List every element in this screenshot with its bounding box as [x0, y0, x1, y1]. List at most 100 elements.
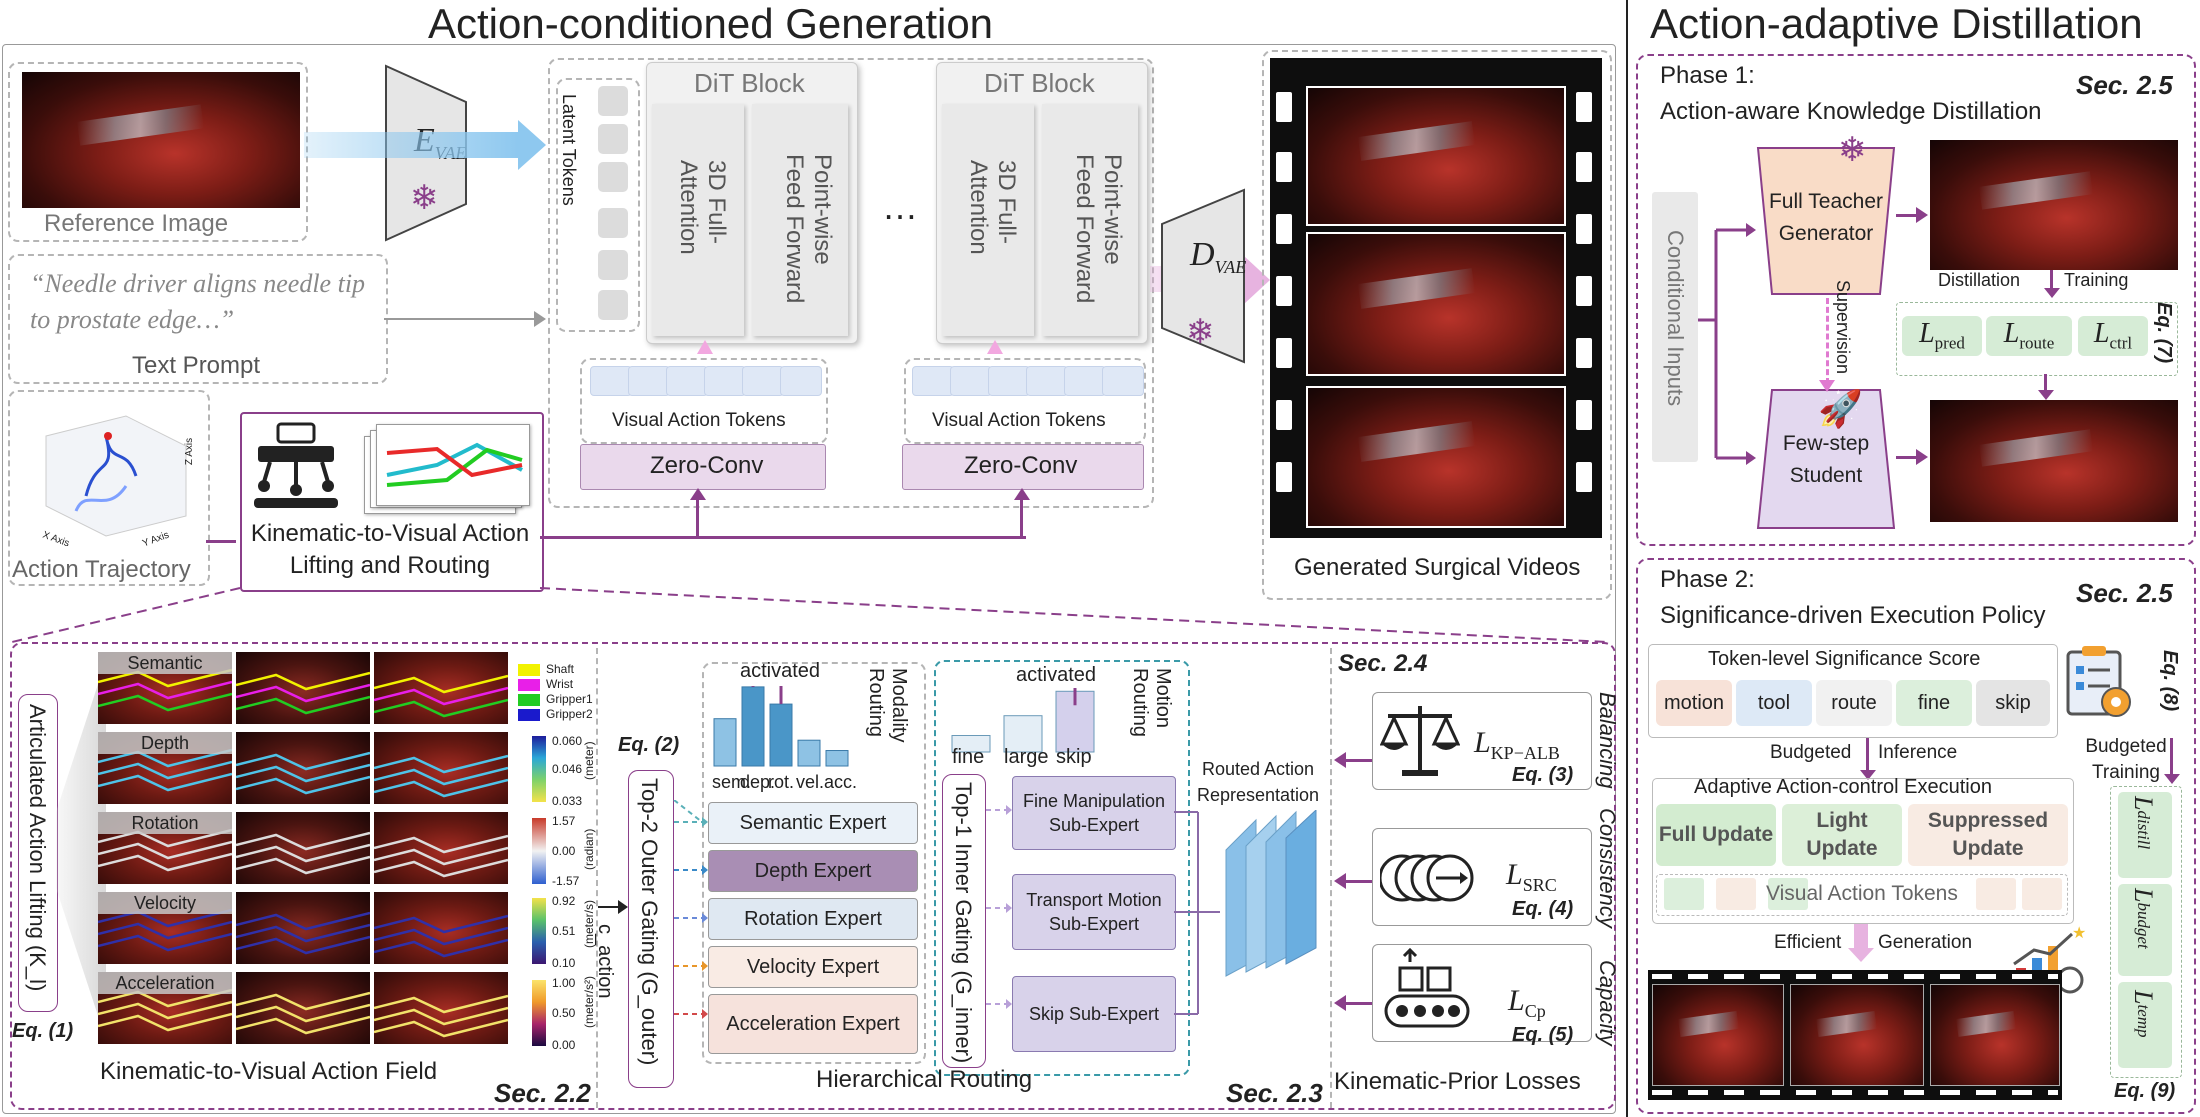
score-panel: [1648, 644, 2058, 738]
eq1: Eq. (1): [12, 1020, 74, 1042]
lifting-to-zeroconv-line: [540, 536, 1026, 539]
skip-sub-expert: Skip Sub-Expert: [1012, 976, 1176, 1052]
loss-side-consistency: Consistency: [1595, 808, 1620, 928]
visual-tokens-group-1: [580, 358, 828, 444]
score-label: Token-level Significance Score: [1708, 648, 1981, 670]
film-hole: [1276, 338, 1292, 368]
token-strip: [1656, 874, 2068, 916]
section-separator-2: [1330, 648, 1332, 1108]
scale-depth-top: 0.060: [552, 734, 583, 748]
branch-1-head: [690, 488, 706, 500]
budgeted-training-label: Budgeted Training: [2085, 736, 2167, 783]
robot-icon: [254, 422, 338, 508]
phase2-frame: [1790, 984, 1924, 1086]
text-arrow: [384, 318, 534, 320]
modality-bar-label: rot.: [768, 772, 795, 792]
motion-bar-label: large: [1004, 746, 1049, 768]
inner-gate-arrows: [986, 805, 1012, 1009]
curve-card-front: [376, 424, 530, 506]
chip-route: route: [1816, 680, 1892, 726]
loss-arrow-1: [1346, 759, 1372, 762]
loss-budget: [2118, 884, 2172, 976]
outer-gate-box: [628, 770, 674, 1088]
budgeted-label: Budgeted: [1770, 742, 1852, 763]
legend-swatch-shaft: [518, 664, 540, 676]
field-row-label: Acceleration: [98, 972, 232, 994]
snowflake-icon: ❄: [410, 179, 439, 217]
latent-tokens-column: [556, 78, 640, 332]
field-row-label: Semantic: [98, 652, 232, 674]
student-label: Few-step Student: [1782, 432, 1870, 487]
routed-stack: [1225, 810, 1317, 977]
film-hole: [1276, 92, 1292, 122]
teacher-output-image: [1930, 140, 2178, 270]
left-panel-frame: [2, 44, 1616, 1114]
scale-rotation-bot: -1.57: [552, 874, 580, 888]
merge-lines: [1174, 811, 1220, 1015]
detail-section: [10, 642, 1616, 1110]
modality-bar-sem: [713, 718, 737, 767]
latent-token: [598, 250, 628, 280]
film-hole: [1576, 400, 1592, 430]
chip-tool: tool: [1736, 680, 1812, 726]
field-map: [235, 732, 371, 804]
field-map: [235, 652, 371, 724]
ffn-label-1: Point-wise Feed Forward: [781, 154, 836, 304]
conditional-inputs-bar: [1652, 192, 1698, 462]
outer-gate-arrows: [673, 800, 708, 1019]
teacher-output-arrow: [1896, 214, 1920, 217]
outer-gate-label: Top-2 Outer Gating (G_outer): [637, 778, 662, 1066]
eq4: Eq. (4): [1512, 898, 1574, 920]
eq8: Eq. (8): [2159, 650, 2181, 712]
chip-motion: motion: [1656, 680, 1732, 726]
visual-token: [742, 366, 784, 396]
motion-bar-label: fine: [952, 746, 985, 768]
field-map: [235, 972, 371, 1044]
text-prompt-quote: “Needle driver aligns needle tip to pros…: [30, 269, 366, 334]
scale-acceleration-top: 1.00: [552, 976, 576, 990]
latent-token: [598, 162, 628, 192]
efficient-label: Efficient: [1774, 932, 1842, 953]
loss-pred: Lpred: [1902, 316, 1982, 356]
latent-arrowhead: [518, 120, 546, 170]
section-separator-1: [596, 648, 598, 1108]
film-hole: [1576, 462, 1592, 492]
adaptive-panel: [1652, 778, 2074, 924]
legend-gripper1: Gripper1: [546, 692, 593, 706]
visual-tokens-group-2: [904, 358, 1146, 444]
token-cell: [1768, 878, 1808, 910]
motion-bar-chart: [951, 688, 1095, 753]
dit-block-2-title: DiT Block: [984, 68, 1095, 98]
full-update: Full Update: [1656, 804, 1776, 866]
scale-velocity-bot: 0.10: [552, 956, 576, 970]
field-map: [373, 732, 509, 804]
token-up-arrow-2: [987, 340, 1003, 354]
student-output-image: [1930, 400, 2178, 522]
token-cell: [2022, 878, 2062, 910]
loss-side-capacity: Capacity: [1595, 960, 1620, 1046]
film-hole: [1276, 276, 1292, 306]
latent-token: [598, 124, 628, 154]
conditional-inputs-label: Conditional Inputs: [1663, 230, 1688, 407]
teacher-shape: [1756, 147, 1896, 295]
scale-acceleration-mid: 0.50: [552, 1006, 576, 1020]
phase2-frame: [1652, 984, 1784, 1086]
svg-text:★: ★: [2072, 926, 2086, 942]
snowflake-icon: ❄: [1838, 131, 1867, 169]
film-hole: [1276, 214, 1292, 244]
conveyor-icon: [1384, 948, 1470, 1028]
phase2-frame: [1930, 984, 2060, 1086]
latent-arrow: [304, 132, 518, 158]
motion-routing-box: [934, 660, 1190, 1076]
lifting-label: Kinematic-to-Visual Action Lifting and R…: [250, 520, 530, 579]
visual-token: [628, 366, 670, 396]
attention-label-1: 3D Full-Attention: [675, 160, 730, 255]
phase1-connector: [1698, 223, 1756, 465]
scale-rotation-top: 1.57: [552, 814, 576, 828]
snowflake-icon: ❄: [1186, 313, 1215, 351]
legend-swatch-gripper1: [518, 694, 540, 706]
c-action-label: c_action: [594, 924, 616, 999]
field-map: [373, 812, 509, 884]
field-map: [373, 652, 509, 724]
visual-token: [1026, 366, 1068, 396]
